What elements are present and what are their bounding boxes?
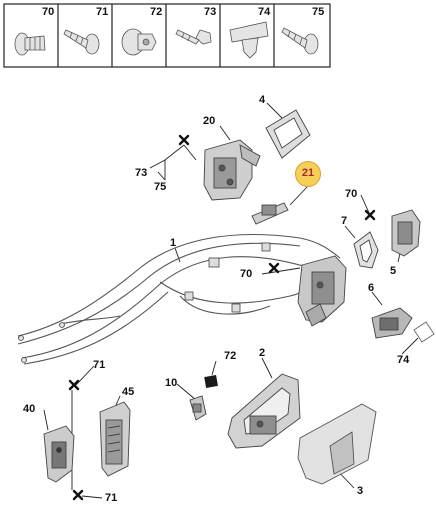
callout-70: 70 <box>345 188 358 200</box>
torx-screw-icon <box>63 29 100 55</box>
callout-71: 71 <box>93 359 106 371</box>
cable-clips <box>18 242 271 363</box>
torx-screw-icon <box>281 27 319 55</box>
callout-71: 71 <box>105 492 118 504</box>
gasket-part <box>265 109 311 159</box>
callout-75: 75 <box>154 181 167 193</box>
door-handle-part <box>297 403 377 485</box>
highlight-badge[interactable] <box>295 161 321 187</box>
rear-lock-part <box>297 255 347 327</box>
seal-part <box>353 231 379 269</box>
legend-ref: 71 <box>96 6 109 18</box>
rod-part <box>251 202 289 225</box>
lock-body-part <box>203 139 261 201</box>
door-switch-part <box>43 425 75 483</box>
flange-bolt-icon <box>14 32 46 56</box>
handle-bracket-part <box>227 373 301 449</box>
lever-part <box>189 395 207 421</box>
callout-74: 74 <box>397 354 410 366</box>
callout-2: 2 <box>259 347 266 359</box>
callout-3: 3 <box>357 485 364 497</box>
legend-ref: 73 <box>204 6 217 18</box>
switch-part <box>371 307 413 339</box>
legend-ref: 74 <box>258 6 271 18</box>
callout-45: 45 <box>122 386 135 398</box>
callout-70: 70 <box>240 268 253 280</box>
callout-7: 7 <box>341 215 348 227</box>
legend-ref: 70 <box>42 6 55 18</box>
callout-21: 21 <box>301 167 315 179</box>
callout-73: 73 <box>135 167 148 179</box>
callout-1: 1 <box>170 237 177 249</box>
cable-assembly-part <box>17 233 341 365</box>
hex-bolt-icon <box>175 29 212 45</box>
nut-part <box>204 375 218 388</box>
callout-40: 40 <box>23 403 36 415</box>
clip-part <box>413 321 435 343</box>
cross-marks <box>68 134 376 501</box>
key-switch-part <box>99 401 131 477</box>
legend-ref: 72 <box>150 6 163 18</box>
callout-4: 4 <box>259 94 266 106</box>
actuator-part <box>391 209 421 257</box>
callout-6: 6 <box>368 282 375 294</box>
callout-72: 72 <box>224 350 237 362</box>
clip-icon <box>229 21 269 59</box>
callout-10: 10 <box>165 377 178 389</box>
callout-5: 5 <box>390 265 397 277</box>
flange-nut-icon <box>121 28 157 56</box>
callout-20: 20 <box>203 115 216 127</box>
legend-ref: 75 <box>312 6 325 18</box>
parts-legend-frame <box>3 3 331 68</box>
